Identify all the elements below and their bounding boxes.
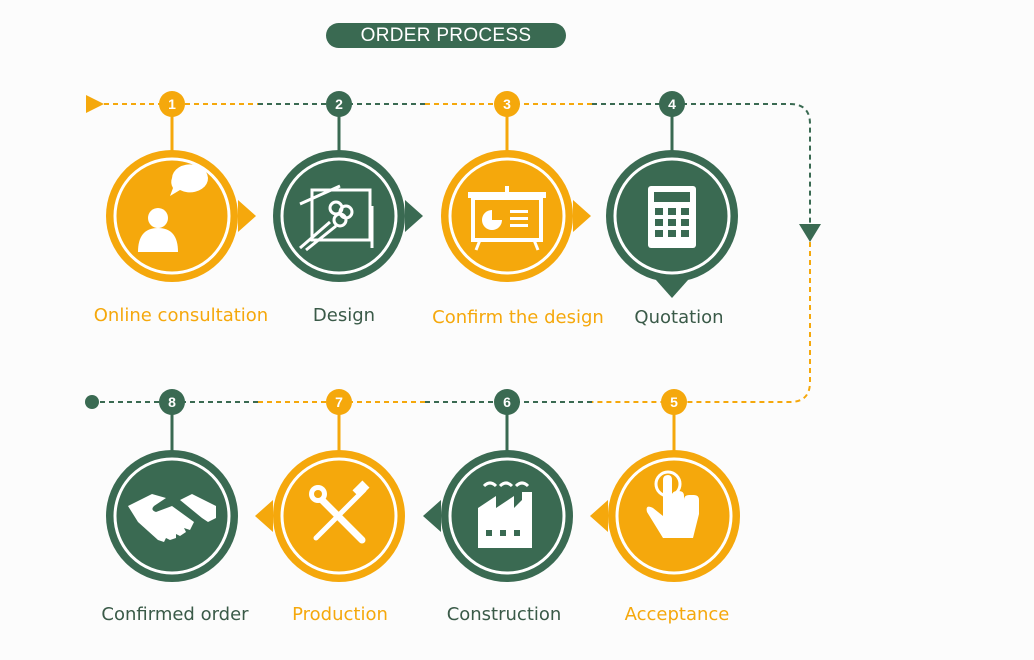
step-3-label: Confirm the design xyxy=(432,307,604,328)
calculator-icon xyxy=(648,186,696,248)
down-arrow-icon xyxy=(799,224,821,242)
step-2: 2 xyxy=(273,91,423,282)
step-5: 5 xyxy=(590,389,740,582)
step-number: 4 xyxy=(668,96,676,112)
step-7-label: Production xyxy=(292,604,388,625)
step-7: 7 xyxy=(255,389,405,582)
step-number: 8 xyxy=(168,394,176,410)
step-number: 6 xyxy=(503,394,511,410)
drawing-tools-icon xyxy=(299,184,374,252)
step-number: 3 xyxy=(503,96,511,112)
step-8: 8 xyxy=(106,389,238,582)
start-arrow-icon xyxy=(86,95,104,113)
chat-user-icon xyxy=(138,164,208,252)
step-5-label: Acceptance xyxy=(624,604,730,625)
step-1-label: Online consultation xyxy=(93,305,269,326)
step-number: 2 xyxy=(335,96,343,112)
step-6: 6 xyxy=(423,389,573,582)
end-dot xyxy=(85,395,99,409)
step-number: 1 xyxy=(168,96,176,112)
step-8-label: Confirmed order xyxy=(101,604,249,625)
step-4: 4 xyxy=(606,91,738,298)
step-number: 7 xyxy=(335,394,343,410)
presentation-board-icon xyxy=(468,186,546,251)
step-6-label: Construction xyxy=(446,604,562,625)
step-3: 3 xyxy=(441,91,591,282)
step-4-label: Quotation xyxy=(634,307,724,328)
handshake-icon xyxy=(128,494,216,542)
step-1: 1 xyxy=(106,91,256,282)
page-title: ORDER PROCESS xyxy=(326,23,566,48)
wrench-screwdriver-icon xyxy=(309,480,370,544)
tap-hand-icon xyxy=(646,470,699,538)
factory-icon xyxy=(478,481,532,548)
step-number: 5 xyxy=(670,394,678,410)
step-2-label: Design xyxy=(312,305,376,326)
